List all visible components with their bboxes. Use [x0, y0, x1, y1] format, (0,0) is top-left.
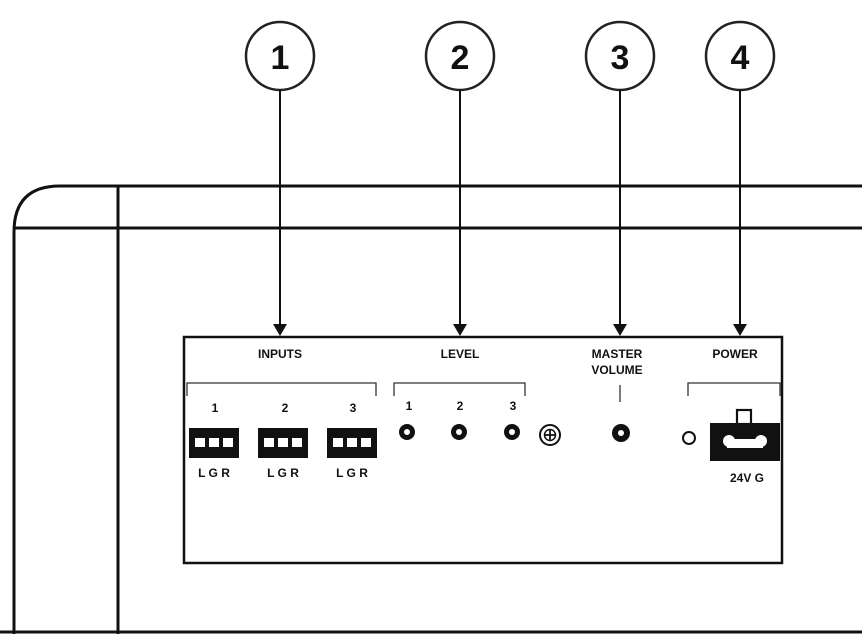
master-volume-label-line1: MASTER [592, 347, 643, 361]
level-number-2: 2 [457, 399, 464, 413]
input-pin-label-1: L G R [198, 466, 230, 480]
power-label: POWER [712, 347, 758, 361]
input-number-2: 2 [282, 401, 289, 415]
power-led [682, 431, 696, 445]
input-terminal-1[interactable] [189, 428, 239, 458]
svg-text:4: 4 [731, 39, 750, 77]
level-trimmer-2[interactable] [451, 424, 467, 440]
master-volume-label-line2: VOLUME [591, 363, 642, 377]
svg-text:3: 3 [611, 39, 630, 77]
callout-4: 4 [704, 20, 776, 92]
level-label: LEVEL [441, 347, 480, 361]
input-pin-label-3: L G R [336, 466, 368, 480]
input-terminal-3[interactable] [327, 428, 377, 458]
callout-2: 2 [424, 20, 496, 92]
callout-1: 1 [244, 20, 316, 92]
power-terminal-label: 24V G [730, 471, 764, 485]
level-number-3: 3 [510, 399, 517, 413]
brackets [186, 382, 781, 402]
input-terminal-2[interactable] [258, 428, 308, 458]
device-housing [0, 184, 862, 634]
level-trimmer-3[interactable] [504, 424, 520, 440]
level-number-1: 1 [406, 399, 413, 413]
power-connector[interactable] [710, 408, 780, 461]
svg-text:1: 1 [271, 39, 290, 77]
input-number-3: 3 [350, 401, 357, 415]
svg-text:2: 2 [451, 39, 470, 77]
master-volume-trimmer[interactable] [612, 424, 630, 442]
leader-lines [273, 90, 747, 336]
input-number-1: 1 [212, 401, 219, 415]
input-pin-label-2: L G R [267, 466, 299, 480]
level-trimmer-1[interactable] [399, 424, 415, 440]
inputs-label: INPUTS [258, 347, 302, 361]
screw-icon [539, 424, 561, 446]
callout-3: 3 [584, 20, 656, 92]
